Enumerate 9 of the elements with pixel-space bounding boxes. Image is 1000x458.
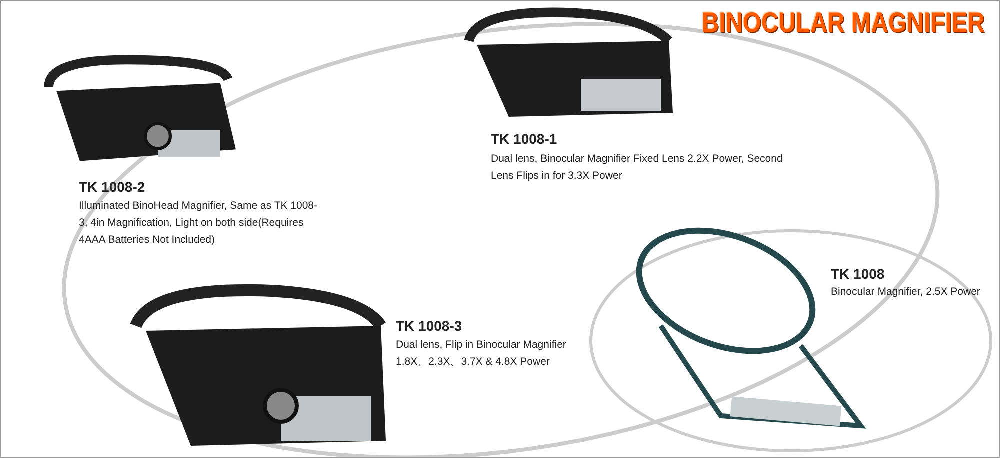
model-heading: TK 1008-1 <box>491 131 558 147</box>
product-description: Dual lens, Flip in Binocular Magnifier 1.8X、2.3X、3.7X & 4.8X Power <box>396 338 568 370</box>
model-heading: TK 1008-3 <box>396 318 464 334</box>
product-description: Dual lens, Binocular Magnifier Fixed Lens 2.2X Power, Second Lens Flips in for 3.3X Power <box>491 152 784 184</box>
model-heading: TK 1008 <box>831 266 886 282</box>
page-title: BINOCULAR MAGNIFIER <box>702 7 985 39</box>
product-description: Illuminated BinoHead Magnifier, Same as TK 1008-3, 4in Magnification, Light on both side(Requires 4AAA Batteries Not Included) <box>79 199 319 248</box>
product-description: Binocular Magnifier, 2.5X Power <box>831 285 982 300</box>
model-heading: TK 1008-2 <box>79 179 146 195</box>
